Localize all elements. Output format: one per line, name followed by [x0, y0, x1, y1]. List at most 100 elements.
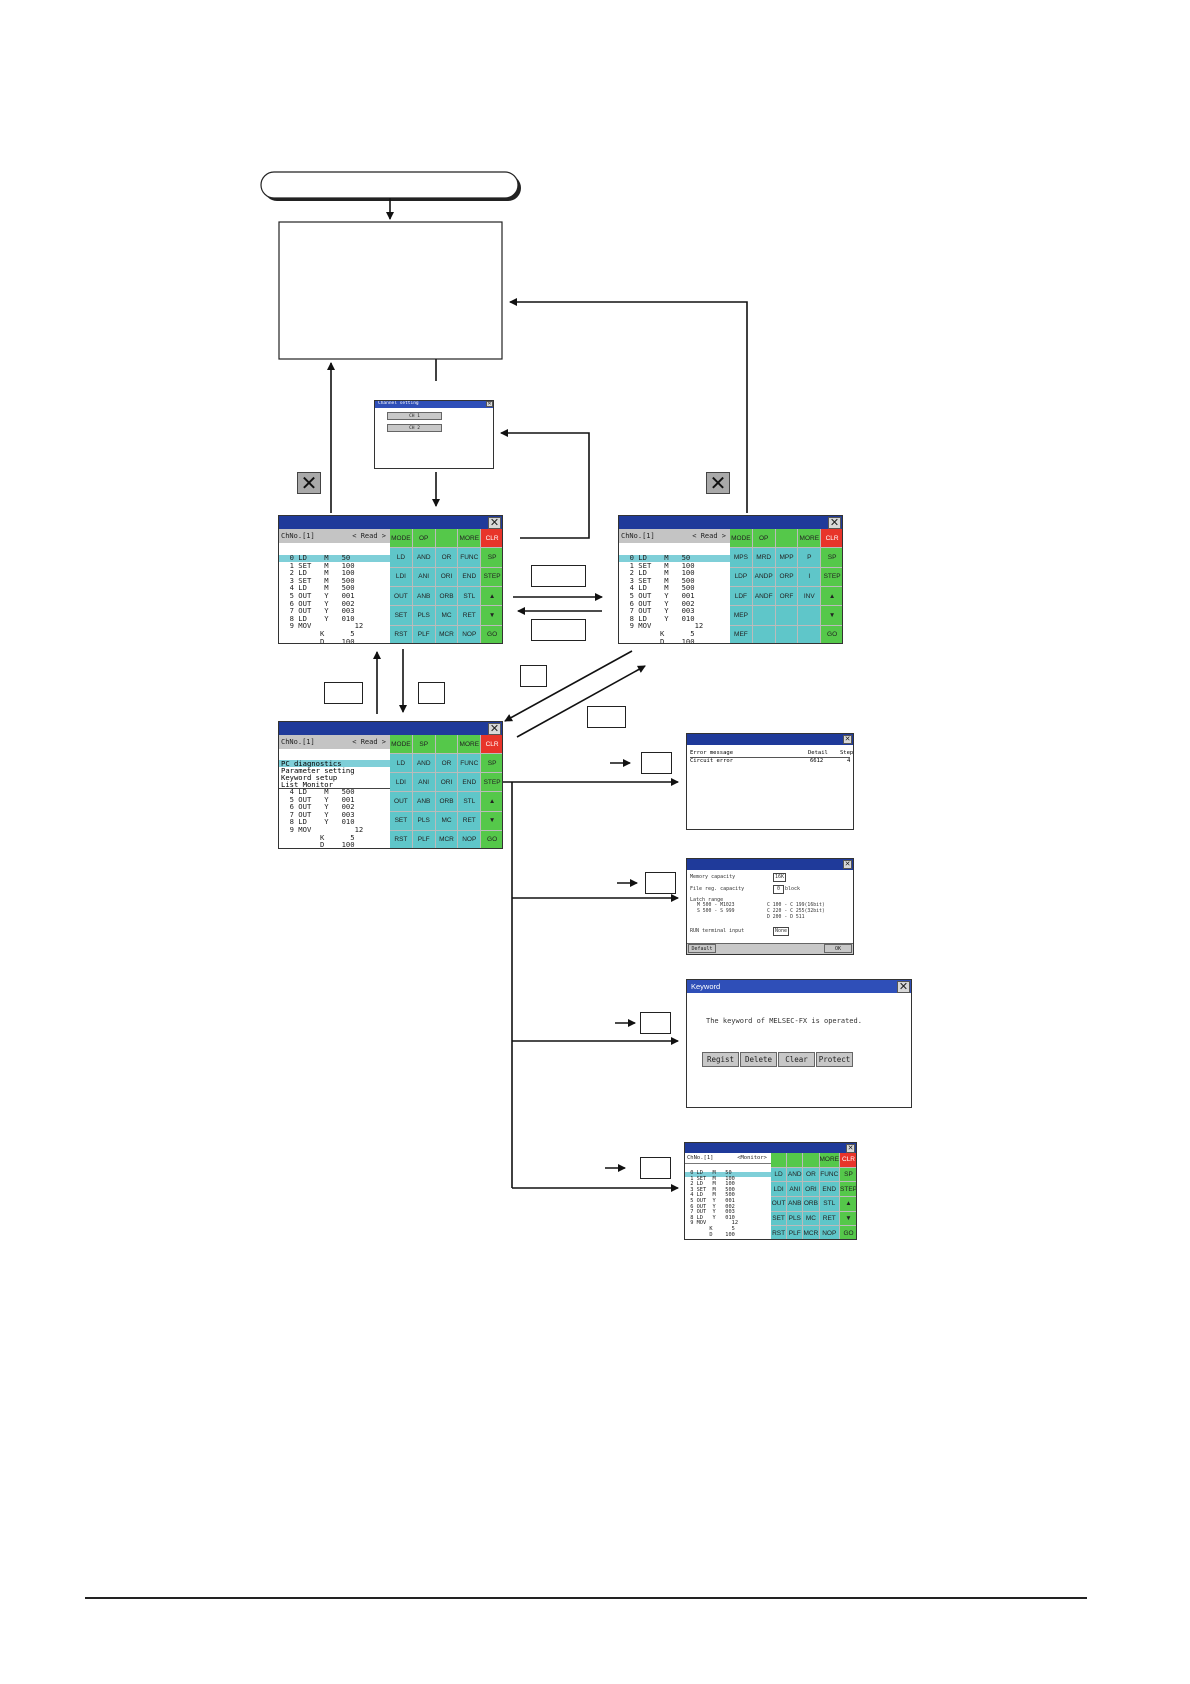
key-plf[interactable]: PLF [412, 625, 435, 643]
close-icon[interactable]: ✕ [828, 516, 841, 529]
key-pls[interactable]: PLS [412, 606, 435, 625]
key-sp[interactable]: SP [840, 1167, 856, 1182]
default-button[interactable]: Default [688, 944, 716, 953]
key-stl[interactable]: STL [458, 587, 481, 606]
key-sp[interactable]: SP [412, 735, 435, 754]
key-mef[interactable]: MEF [730, 625, 752, 643]
key-or[interactable]: OR [803, 1167, 819, 1182]
key-set[interactable]: SET [390, 811, 412, 830]
key-clr[interactable]: CLR [481, 735, 502, 754]
key-ret[interactable]: RET [458, 811, 481, 830]
key-clr[interactable]: CLR [840, 1153, 856, 1167]
ch1-button[interactable]: CH 1 [387, 412, 442, 420]
key-step[interactable]: STEP [821, 567, 842, 586]
key-go[interactable]: GO [481, 830, 502, 848]
key-sp[interactable]: SP [821, 548, 842, 567]
key-blank[interactable] [752, 606, 775, 625]
close-icon[interactable]: ✕ [488, 722, 501, 735]
menu-item-parameter-setting[interactable]: Parameter setting [281, 766, 355, 775]
key-orb[interactable]: ORB [803, 1197, 819, 1211]
menu-item-list-monitor[interactable]: List Monitor [281, 780, 333, 789]
key-or[interactable]: OR [435, 548, 458, 567]
key-out[interactable]: OUT [390, 792, 412, 811]
key-blank[interactable] [798, 625, 821, 643]
key-blank[interactable] [435, 529, 458, 548]
key-arrow[interactable]: ▲ [481, 587, 502, 606]
key-mc[interactable]: MC [435, 606, 458, 625]
key-func[interactable]: FUNC [819, 1167, 840, 1182]
key-arrow[interactable]: ▼ [481, 811, 502, 830]
close-icon[interactable]: ✕ [843, 735, 852, 744]
key-ani[interactable]: ANI [412, 567, 435, 586]
key-nop[interactable]: NOP [458, 830, 481, 848]
key-stl[interactable]: STL [819, 1197, 840, 1211]
key-clr[interactable]: CLR [481, 529, 502, 548]
key-mc[interactable]: MC [435, 811, 458, 830]
key-more[interactable]: MORE [798, 529, 821, 548]
close-icon[interactable]: ✕ [846, 1144, 855, 1153]
key-mpp[interactable]: MPP [775, 548, 798, 567]
key-orp[interactable]: ORP [775, 567, 798, 586]
key-mode[interactable]: MODE [390, 529, 412, 548]
key-blank[interactable] [787, 1153, 803, 1167]
key-ld[interactable]: LD [771, 1167, 787, 1182]
key-ldi[interactable]: LDI [771, 1182, 787, 1196]
key-out[interactable]: OUT [771, 1197, 787, 1211]
key-ori[interactable]: ORI [435, 567, 458, 586]
key-ori[interactable]: ORI [803, 1182, 819, 1196]
key-blank[interactable] [775, 529, 798, 548]
delete-button[interactable]: Delete [740, 1052, 777, 1067]
key-blank[interactable] [435, 735, 458, 754]
key-blank[interactable] [752, 625, 775, 643]
key-pls[interactable]: PLS [787, 1211, 803, 1226]
key-op[interactable]: OP [752, 529, 775, 548]
key-ldi[interactable]: LDI [390, 567, 412, 586]
key-orb[interactable]: ORB [435, 792, 458, 811]
key-arrow[interactable]: ▲ [821, 587, 842, 606]
protect-button[interactable]: Protect [816, 1052, 853, 1067]
key-set[interactable]: SET [771, 1211, 787, 1226]
key-arrow[interactable]: ▲ [481, 792, 502, 811]
menu-item-keyword-setup[interactable]: Keyword setup [281, 773, 338, 782]
key-set[interactable]: SET [390, 606, 412, 625]
key-and[interactable]: AND [412, 754, 435, 773]
key-p[interactable]: P [798, 548, 821, 567]
regist-button[interactable]: Regist [702, 1052, 739, 1067]
key-ret[interactable]: RET [458, 606, 481, 625]
ch2-button[interactable]: CH 2 [387, 424, 442, 432]
key-blank[interactable] [798, 606, 821, 625]
key-mcr[interactable]: MCR [435, 625, 458, 643]
key-blank[interactable] [775, 625, 798, 643]
key-out[interactable]: OUT [390, 587, 412, 606]
run-terminal-value[interactable]: None [773, 927, 790, 936]
key-blank[interactable] [771, 1153, 787, 1167]
key-step[interactable]: STEP [840, 1182, 856, 1196]
key-func[interactable]: FUNC [458, 754, 481, 773]
memory-capacity-value[interactable]: 16K [773, 873, 787, 882]
key-rst[interactable]: RST [771, 1226, 787, 1239]
key-op[interactable]: OP [412, 529, 435, 548]
key-more[interactable]: MORE [819, 1153, 840, 1167]
key-andp[interactable]: ANDP [752, 567, 775, 586]
key-nop[interactable]: NOP [819, 1226, 840, 1239]
key-go[interactable]: GO [481, 625, 502, 643]
key-blank[interactable] [775, 606, 798, 625]
key-step[interactable]: STEP [481, 773, 502, 792]
key-and[interactable]: AND [412, 548, 435, 567]
key-orf[interactable]: ORF [775, 587, 798, 606]
key-plf[interactable]: PLF [412, 830, 435, 848]
key-pls[interactable]: PLS [412, 811, 435, 830]
key-func[interactable]: FUNC [458, 548, 481, 567]
key-ret[interactable]: RET [819, 1211, 840, 1226]
key-ani[interactable]: ANI [787, 1182, 803, 1196]
key-inv[interactable]: INV [798, 587, 821, 606]
key-andf[interactable]: ANDF [752, 587, 775, 606]
close-icon[interactable]: ✕ [486, 401, 493, 407]
key-more[interactable]: MORE [458, 735, 481, 754]
key-mps[interactable]: MPS [730, 548, 752, 567]
key-i[interactable]: I [798, 567, 821, 586]
key-orb[interactable]: ORB [435, 587, 458, 606]
key-mcr[interactable]: MCR [803, 1226, 819, 1239]
key-end[interactable]: END [819, 1182, 840, 1196]
key-mode[interactable]: MODE [730, 529, 752, 548]
